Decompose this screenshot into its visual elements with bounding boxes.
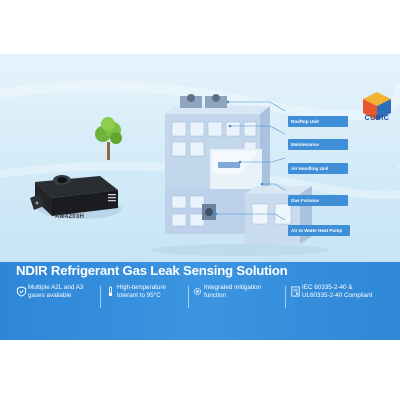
- callout-maintenance: Maintenance: [288, 139, 348, 150]
- banner-title: NDIR Refrigerant Gas Leak Sensing Soluti…: [16, 263, 288, 278]
- tree: [95, 117, 122, 160]
- feature-compliance-line-2: UL60335-2-40 Compliant: [302, 292, 373, 299]
- certificate-icon: [291, 286, 300, 297]
- shield-icon: [16, 286, 27, 297]
- feature-divider: [100, 286, 101, 308]
- building-illustration: [0, 81, 400, 256]
- feature-compliance-line-1: IEC 60335-2-40 &: [302, 284, 353, 291]
- callout-leaders: [216, 101, 286, 221]
- feature-temperature-line-1: High-temperature: [117, 284, 166, 291]
- feature-gases: Multiple A2L and A3 gases available: [16, 284, 100, 324]
- feature-temperature: High-temperature tolerant to 95°C: [105, 284, 189, 324]
- callout-air-handling-unit: Air Handling Unit: [288, 163, 348, 174]
- callout-air-to-water-heat-pump: Air to Water Heat Pump: [288, 225, 350, 236]
- feature-mitigation-line-2: function: [204, 292, 227, 299]
- illustration-scene: [0, 54, 400, 264]
- feature-mitigation-line-1: Integrated mitigation: [204, 284, 262, 291]
- thermometer-icon: [108, 286, 113, 297]
- feature-divider: [188, 286, 189, 308]
- building: [150, 94, 330, 256]
- gas-sensor-device: [30, 175, 122, 219]
- sensor-model-label: AM4203H: [55, 214, 85, 220]
- cubic-logo: [363, 92, 391, 120]
- feature-gases-line-1: Multiple A2L and A3: [28, 284, 84, 291]
- feature-divider: [285, 286, 286, 308]
- gear-icon: [194, 288, 201, 295]
- feature-compliance: IEC 60335-2-40 & UL60335-2-40 Compliant: [290, 284, 398, 324]
- feature-gases-line-2: gases available: [28, 292, 72, 299]
- feature-temperature-line-2: tolerant to 95°C: [117, 292, 161, 299]
- logo-wordmark: CUBIC: [364, 115, 390, 122]
- feature-banner: [0, 262, 400, 340]
- callout-gas-furnace: Gas Furnace: [288, 195, 348, 206]
- callout-rooftop-unit: Rooftop Unit: [288, 116, 348, 127]
- feature-mitigation: Integrated mitigation function: [192, 284, 287, 324]
